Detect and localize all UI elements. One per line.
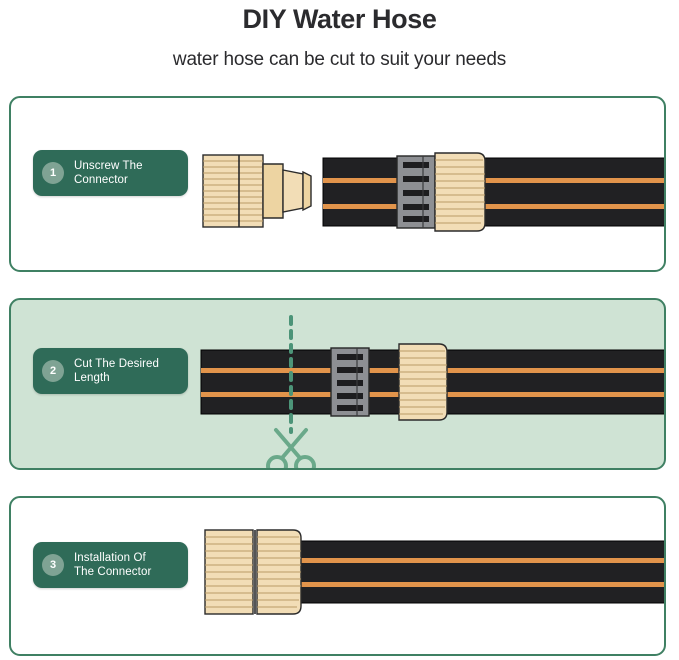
step-card-1[interactable]: 1 Unscrew The Connector (9, 96, 666, 272)
detached-connector (202, 154, 312, 228)
hose (298, 540, 664, 604)
step-2-label-line2: Length (74, 372, 110, 384)
step-1-number-badge: 1 (42, 162, 64, 184)
connector-assembly (204, 529, 302, 615)
step-3-artwork (204, 529, 664, 615)
step-3-pill[interactable]: 3 Installation Of The Connector (33, 542, 188, 588)
connector-nut (398, 343, 448, 421)
step-3-number-badge: 3 (42, 554, 64, 576)
hose (322, 157, 664, 227)
page-title: DIY Water Hose (242, 4, 437, 34)
step-2-label-line1: Cut The Desired (74, 358, 160, 370)
step-3-label-line1: Installation Of (74, 552, 146, 564)
page-header: DIY Water Hose water hose can be cut to … (0, 0, 679, 72)
step-2-label: Cut The Desired Length (74, 357, 159, 385)
step-1-label: Unscrew The Connector (74, 159, 143, 187)
step-card-2[interactable]: 2 Cut The Desired Length (9, 298, 666, 470)
step-1-pill[interactable]: 1 Unscrew The Connector (33, 150, 188, 196)
step-2-illustration (11, 300, 664, 468)
step-2-pill[interactable]: 2 Cut The Desired Length (33, 348, 188, 394)
step-1-illustration (11, 98, 664, 270)
step-3-label: Installation Of The Connector (74, 551, 151, 579)
step-3-label-line2: The Connector (74, 566, 152, 578)
step-card-3[interactable]: 3 Installation Of The Connector (9, 496, 666, 656)
page-subtitle: water hose can be cut to suit your needs (172, 49, 507, 70)
step-1-label-line1: Unscrew The (74, 160, 143, 172)
step-1-label-line2: Connector (74, 174, 128, 186)
step-1-artwork (202, 152, 664, 232)
connector-nut (434, 152, 486, 232)
hose-clamp (330, 347, 370, 417)
scissors-icon (266, 428, 316, 468)
step-2-artwork (200, 315, 664, 468)
step-3-illustration (11, 498, 664, 654)
hose-clamp (396, 155, 436, 229)
step-2-number-badge: 2 (42, 360, 64, 382)
